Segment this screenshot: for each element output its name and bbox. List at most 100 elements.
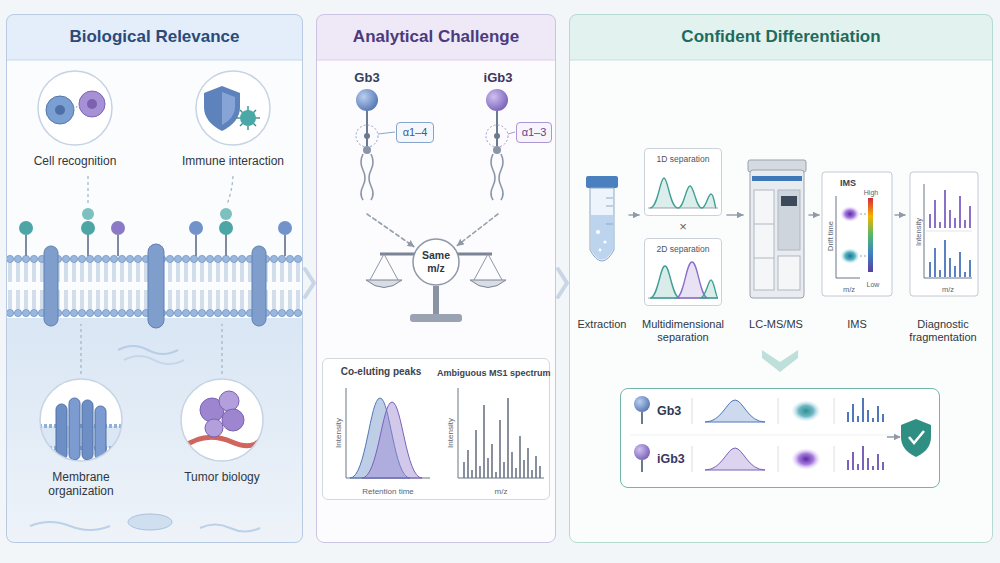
workflow-icons: [606, 206, 613, 207]
text-slot: Extraction: [576, 318, 628, 331]
label-slot: Intensity: [911, 218, 923, 246]
row-label: iGb3: [657, 452, 685, 467]
circle-icons: [38, 71, 270, 461]
axis-label: Drift time: [826, 221, 835, 251]
scale-badge: Same m/z: [412, 238, 460, 286]
workflow-icons: [591, 215, 613, 260]
cell-membrane: [82, 208, 94, 220]
circle-icons: [39, 426, 123, 448]
cell-membrane: [278, 221, 292, 235]
row-label: Gb3: [657, 404, 681, 419]
cell-membrane: [87, 176, 88, 204]
workflow-icons: [606, 198, 613, 199]
workflow-icons: [910, 172, 978, 296]
glycolipid-molecules: [356, 89, 378, 111]
flow-arrow: [727, 214, 743, 216]
label-slot: Low: [867, 277, 880, 289]
operator-symbol: ×: [679, 219, 687, 235]
cell-membrane: [81, 176, 233, 374]
panel-backgrounds: [6, 14, 303, 543]
glycolipid-molecules: [494, 133, 500, 139]
workflow-step: IMS: [820, 165, 894, 340]
text-slot: Cell recognition: [20, 154, 130, 168]
glycolipid-molecules: [361, 154, 365, 200]
step-label: LC-MS/MS: [749, 318, 803, 331]
workflow-icons: [822, 172, 892, 296]
scale-label: Low: [867, 281, 880, 289]
flow-arrow: [809, 214, 819, 216]
cell-membrane: [26, 221, 285, 256]
panel-chevron: [558, 269, 567, 297]
circle-icons: [182, 428, 266, 448]
result-rows: [630, 435, 890, 436]
cell-membrane: [25, 235, 27, 256]
balance-scale: [470, 280, 506, 288]
flow-arrow: [629, 214, 639, 216]
glycolipid-molecules: [364, 133, 370, 139]
workflow-icons: [644, 148, 722, 216]
result-rows: [834, 398, 835, 424]
label-slot: IMS: [840, 176, 856, 189]
workflow-icons: [676, 262, 708, 298]
balance-scale: [370, 254, 384, 280]
circle-icons: [222, 409, 244, 431]
label-slot: m/z: [942, 282, 954, 294]
flow-arrow: [457, 214, 498, 245]
result-rows: [848, 398, 883, 422]
text-slot: iGb3: [657, 452, 701, 467]
scale-label: High: [864, 189, 878, 197]
cell-membrane: [195, 235, 197, 256]
chart-box: 1D separation: [644, 148, 722, 216]
linkage-box: α1–3: [516, 122, 552, 143]
workflow-icons: [840, 206, 860, 222]
cell-membrane: [111, 221, 125, 235]
workflow-icons: [606, 224, 613, 225]
workflow-icons: [924, 278, 972, 279]
label-slot: Intensity: [443, 418, 456, 448]
workflow-icons: [590, 188, 614, 261]
result-rows: [634, 396, 650, 412]
circle-icons: [181, 379, 263, 461]
result-rows: [641, 412, 643, 424]
workflow-icons: [754, 258, 774, 259]
result-rows: [848, 446, 883, 470]
panel-chevron: [305, 269, 314, 297]
label-slot: Retention time: [362, 484, 414, 497]
step-label: Multidimensional separation: [640, 318, 726, 344]
workflow-icons: [778, 190, 800, 250]
step-label: IMS: [847, 318, 867, 331]
result-rows: [778, 446, 779, 472]
workflow-icons: [924, 184, 972, 278]
linkage-box: α1–4: [396, 122, 434, 143]
text-slot: Immune interaction: [175, 154, 291, 168]
workflow-icons: [606, 198, 613, 224]
challenge-charts: [464, 398, 540, 478]
workflow-icons: [650, 178, 716, 208]
balance-scale: [410, 314, 462, 322]
circle-outline: [196, 71, 270, 145]
circle-icons: [82, 400, 93, 460]
text-slot: Same m/z: [412, 238, 460, 286]
icon-circle: Immune interaction: [175, 70, 291, 178]
icon-label: Membrane organization: [26, 470, 136, 499]
cell-membrane: [118, 346, 178, 354]
panel-title: Biological Relevance: [69, 27, 239, 47]
panel-backgrounds: [316, 60, 556, 61]
circle-icons: [219, 391, 239, 411]
label-slot: Drift time: [823, 221, 835, 251]
result-rows: [641, 460, 643, 472]
molecule: Gb3: [347, 70, 387, 212]
workflow-step: 1D separation2D separationMultidimension…: [640, 145, 726, 350]
workflow-icons: [599, 249, 602, 252]
challenge-charts: [362, 402, 422, 478]
balance-scale: [384, 254, 398, 280]
workflow-icons: [926, 231, 972, 232]
workflow-icons: [836, 196, 860, 278]
circle-icons: [69, 398, 80, 460]
chart-title: Co-eluting peaks: [341, 366, 422, 378]
workflow-icons: [868, 198, 873, 272]
workflow-icons: [930, 190, 970, 228]
circle-icons: [79, 91, 105, 117]
text-slot: Co-eluting peaks: [325, 365, 437, 378]
step-label: Diagnostic fragmentation: [906, 318, 980, 344]
